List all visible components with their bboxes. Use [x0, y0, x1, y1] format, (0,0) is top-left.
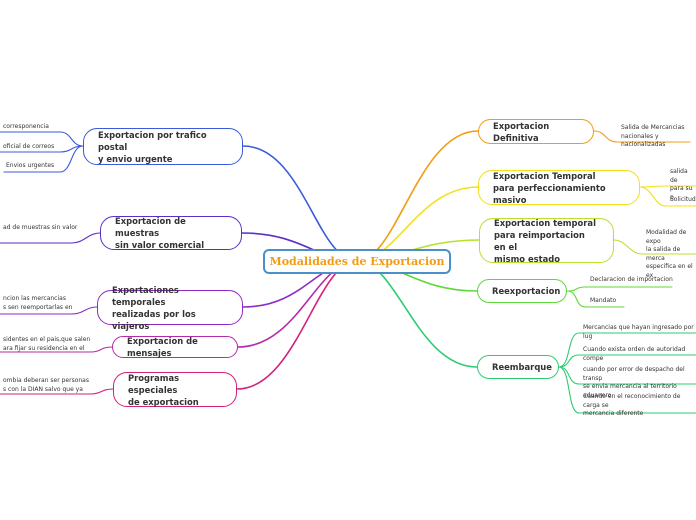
leaf-connector — [558, 354, 696, 368]
leaf-envios-urgentes[interactable]: Envios urgentes — [6, 162, 55, 169]
topic-label: Exportacion Definitiva — [493, 120, 550, 143]
topic-label: Exportaciones temporales realizadas por … — [112, 284, 196, 331]
leaf-connector — [0, 346, 113, 353]
leaf-mandato[interactable]: Mandato — [590, 297, 617, 304]
leaf-connector — [0, 306, 98, 315]
leaf-oficial-correos[interactable]: oficial de correos — [3, 143, 55, 150]
topic-label: Exportacion temporal para reimportacion … — [494, 217, 596, 264]
leaf-connector — [593, 130, 691, 143]
leaf-connector — [613, 239, 696, 255]
leaf-solicitud[interactable]: Solicitud — [670, 196, 696, 203]
topic-label: Reembarque — [492, 362, 552, 372]
leaf-mercancias-ingresado[interactable]: Mercancias que hayan ingresado por lug — [583, 324, 694, 340]
leaf-connector — [639, 185, 696, 188]
topic-reembarque[interactable]: Reembarque — [477, 355, 559, 379]
leaf-connector — [566, 286, 673, 292]
leaf-connector — [558, 332, 696, 368]
topic-label: Exportacion de mensajes — [127, 336, 198, 358]
leaf-connector — [0, 232, 101, 244]
leaf-declaracion-importacion[interactable]: Declaracion de importacion — [590, 276, 673, 283]
leaf-connector — [0, 131, 84, 147]
leaf-reconocimiento-carga[interactable]: Cuando en el reconocimiento de carga se … — [583, 393, 681, 417]
leaf-connector — [639, 186, 696, 207]
topic-exportaciones-temporales-viajeros[interactable]: Exportaciones temporales realizadas por … — [97, 285, 243, 331]
leaf-correspondencia[interactable]: corresponencia — [3, 123, 49, 130]
leaf-salida-de[interactable]: salida de para su p — [670, 168, 693, 201]
leaf-salida-mercancias[interactable]: Salida de Mercancias nacionales y nacion… — [621, 124, 685, 148]
central-topic-title: Modalidades de Exportacion — [269, 255, 445, 268]
topic-reexportacion[interactable]: Reexportacion — [477, 279, 567, 303]
topic-exportacion-trafico-postal[interactable]: Exportacion por trafico postal y envio u… — [83, 128, 243, 165]
leaf-orden-autoridad[interactable]: Cuando exista orden de autoridad compe — [583, 346, 686, 362]
topic-label: Exportacion de muestras sin valor comerc… — [115, 216, 205, 250]
topic-exportacion-temporal-perfeccionamiento[interactable]: Exportacion Temporal para perfeccionamie… — [478, 170, 640, 205]
leaf-connector — [0, 388, 114, 395]
central-topic[interactable]: Modalidades de Exportacion — [263, 249, 451, 274]
topic-exportacion-temporal-reimportacion[interactable]: Exportacion temporal para reimportacion … — [479, 217, 614, 264]
leaf-connector — [558, 366, 696, 414]
topic-label: Programas especiales de exportacion — [128, 372, 199, 407]
topic-label: Reexportacion — [492, 286, 561, 296]
leaf-residentes-pais[interactable]: sidentes en el pais,que salen ara fijar … — [3, 336, 91, 352]
topic-exportacion-mensajes[interactable]: Exportacion de mensajes — [112, 336, 238, 358]
leaf-mercancias-viajeros[interactable]: ncion las mercancias s sen reemportarlas… — [3, 295, 73, 311]
topic-label: Exportacion por trafico postal y envio u… — [98, 129, 207, 164]
leaf-connector — [3, 145, 84, 173]
topic-programas-especiales[interactable]: Programas especiales de exportacion — [113, 372, 237, 407]
leaf-connector — [558, 366, 696, 385]
leaf-error-despacho[interactable]: cuando por error de despacho del transp … — [583, 366, 685, 399]
topic-label: Exportacion Temporal para perfeccionamie… — [493, 170, 606, 205]
topic-exportacion-muestras[interactable]: Exportacion de muestras sin valor comerc… — [100, 216, 242, 250]
leaf-modalidad-exportacion[interactable]: Modalidad de expo la salida de merca esp… — [646, 229, 693, 279]
branch-connector — [356, 260, 478, 368]
leaf-connector — [566, 290, 625, 308]
leaf-muestras-sin-valor[interactable]: ad de muestras sin valor — [3, 224, 78, 231]
branch-connector — [236, 260, 358, 390]
topic-exportacion-definitiva[interactable]: Exportacion Definitiva — [478, 119, 594, 144]
leaf-personas-dian[interactable]: ombia deberan ser personas s con la DIAN… — [3, 377, 89, 393]
